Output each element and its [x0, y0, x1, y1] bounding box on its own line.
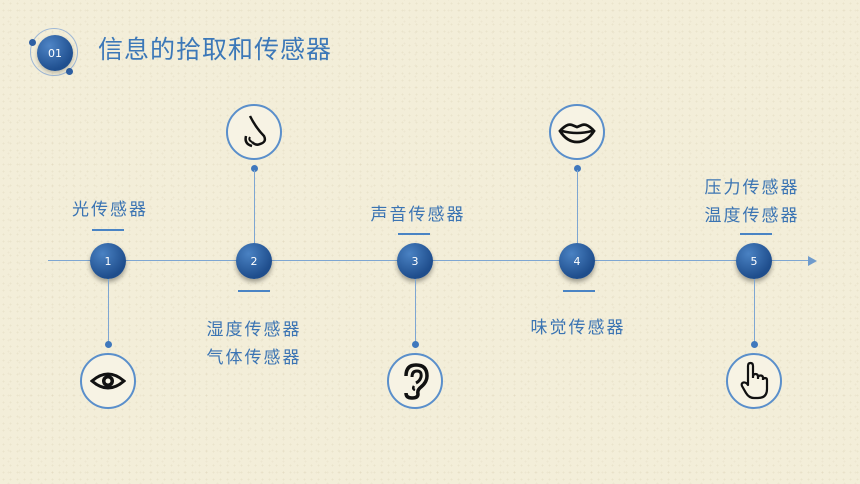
timeline-arrow-icon: [808, 256, 817, 266]
label-underline: [398, 233, 430, 235]
label-taste-sensor: 味觉传感器: [530, 318, 626, 338]
label-light-sensor: 光传感器: [72, 200, 148, 220]
ear-icon: [404, 363, 429, 400]
label-gas-sensor: 气体传感器: [206, 348, 302, 368]
connector-dot: [105, 341, 112, 348]
label-pressure-sensor: 压力传感器: [704, 178, 800, 198]
label-underline: [740, 233, 772, 235]
timeline-node-4[interactable]: 4: [559, 243, 595, 279]
label-humidity-sensor: 湿度传感器: [206, 320, 302, 340]
nose-icon-badge: [226, 104, 282, 160]
lips-icon-badge: [549, 104, 605, 160]
connector-line: [108, 279, 109, 345]
page-title: 信息的拾取和传感器: [98, 35, 333, 64]
nose-icon: [244, 115, 267, 148]
timeline-node-2[interactable]: 2: [236, 243, 272, 279]
timeline-node-5[interactable]: 5: [736, 243, 772, 279]
connector-line: [577, 170, 578, 244]
eye-icon: [90, 372, 126, 390]
label-underline: [238, 290, 270, 292]
timeline-node-3[interactable]: 3: [397, 243, 433, 279]
touch-hand-icon-badge: [726, 353, 782, 409]
connector-line: [254, 170, 255, 244]
title-badge-ring: [30, 28, 78, 76]
connector-dot: [574, 165, 581, 172]
label-temperature-sensor: 温度传感器: [704, 206, 800, 226]
touch-hand-icon: [740, 361, 769, 400]
label-sound-sensor: 声音传感器: [370, 205, 466, 225]
connector-line: [754, 279, 755, 345]
connector-dot: [251, 165, 258, 172]
label-underline: [563, 290, 595, 292]
ear-icon-badge: [387, 353, 443, 409]
connector-dot: [751, 341, 758, 348]
lips-icon: [558, 123, 596, 144]
timeline-node-1[interactable]: 1: [90, 243, 126, 279]
badge-dot: [66, 68, 73, 75]
connector-line: [415, 279, 416, 345]
label-underline: [92, 229, 124, 231]
connector-dot: [412, 341, 419, 348]
eye-icon-badge: [80, 353, 136, 409]
title-badge: 01: [37, 35, 73, 71]
badge-dot: [29, 39, 36, 46]
